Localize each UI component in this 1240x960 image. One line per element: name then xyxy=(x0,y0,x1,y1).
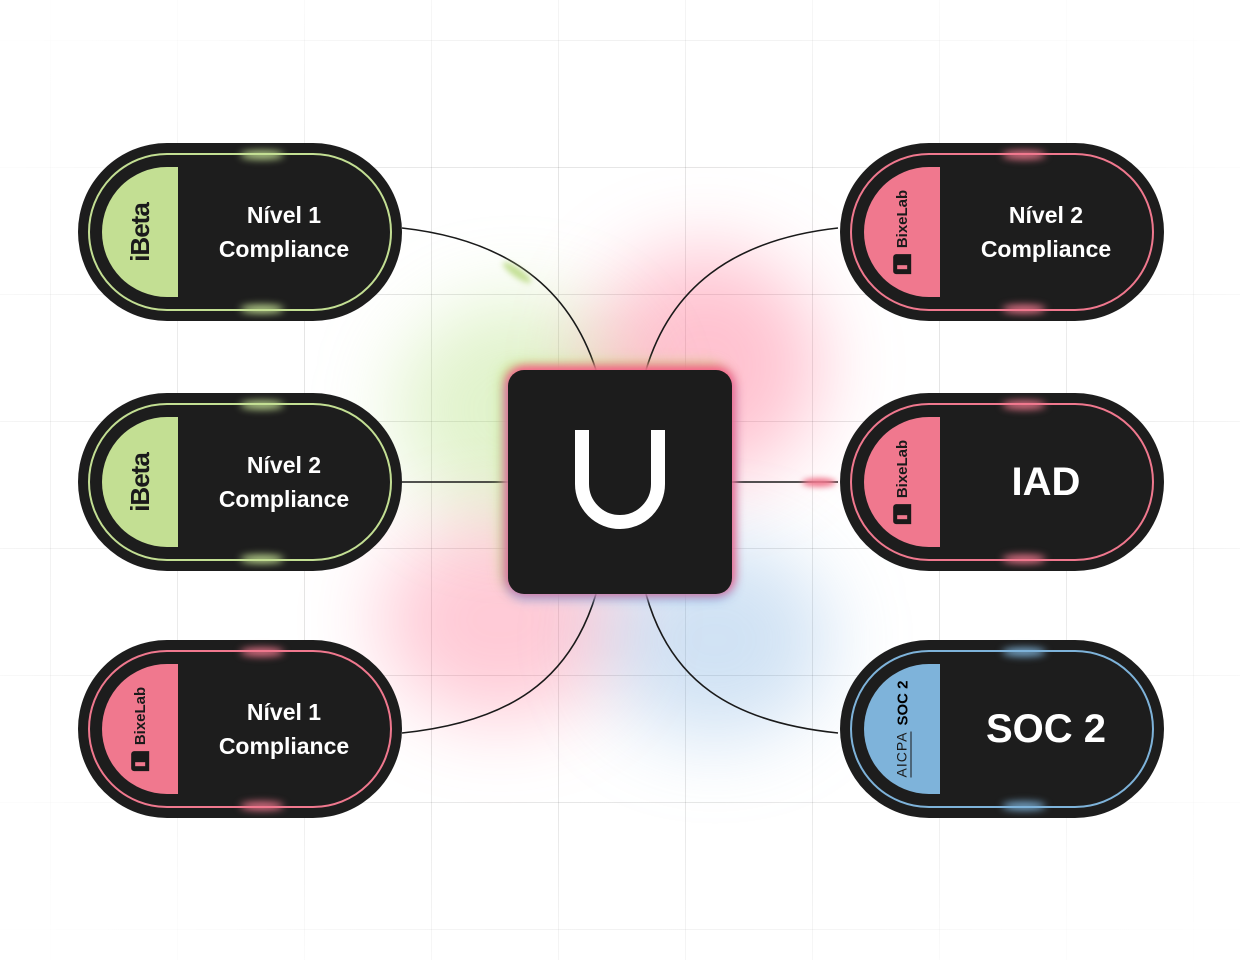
node-bixelab-iad: BixeLab IAD xyxy=(840,393,1164,571)
hub-logo xyxy=(508,370,732,594)
node-label: SOC 2 xyxy=(944,640,1148,818)
node-bixelab-nivel-2: BixeLab Nível 2 Compliance xyxy=(840,143,1164,321)
bixelab-logo-icon: BixeLab xyxy=(893,440,912,525)
pill-glow xyxy=(1002,802,1046,810)
u-logo-icon xyxy=(575,430,665,529)
node-label: Nível 2 Compliance xyxy=(182,393,386,571)
pill-glow xyxy=(240,305,284,313)
node-label-line1: SOC 2 xyxy=(985,707,1107,751)
connector-line xyxy=(401,593,597,734)
pill-glow xyxy=(1002,648,1046,656)
aicpa-text: AICPA xyxy=(893,731,911,778)
bixelab-logo-icon: BixeLab xyxy=(893,190,912,275)
node-label-line2: Compliance xyxy=(980,236,1112,262)
pill-glow xyxy=(1002,151,1046,159)
node-label-line1: IAD xyxy=(1011,460,1081,504)
node-label: Nível 1 Compliance xyxy=(182,640,386,818)
node-label-line2: Compliance xyxy=(218,733,350,759)
node-ibeta-nivel-2: iBeta Nível 2 Compliance xyxy=(78,393,402,571)
connector-line xyxy=(401,227,597,371)
node-label-line1: Nível 2 xyxy=(246,452,322,478)
connector-line xyxy=(645,593,839,734)
node-label: Nível 1 Compliance xyxy=(182,143,386,321)
ibeta-logo-icon: iBeta xyxy=(124,452,155,512)
ibeta-logo-icon: iBeta xyxy=(124,202,155,262)
bixelab-logo-icon: BixeLab xyxy=(131,687,150,772)
bixelab-mark-icon xyxy=(893,254,912,275)
node-label-line1: Nível 1 xyxy=(246,202,322,228)
node-label: IAD xyxy=(944,393,1148,571)
node-aicpa-soc2: AICPA SOC 2 SOC 2 xyxy=(840,640,1164,818)
pill-glow xyxy=(1002,305,1046,313)
node-bixelab-nivel-1: BixeLab Nível 1 Compliance xyxy=(78,640,402,818)
pill-glow xyxy=(1002,555,1046,563)
node-label-line2: Compliance xyxy=(218,236,350,262)
node-ibeta-nivel-1: iBeta Nível 1 Compliance xyxy=(78,143,402,321)
pill-glow xyxy=(240,401,284,409)
pill-glow xyxy=(240,802,284,810)
soc2-badge-text: SOC 2 xyxy=(893,680,911,726)
aicpa-logo-icon: AICPA SOC 2 xyxy=(893,681,911,778)
connector-glow xyxy=(802,478,836,487)
node-label: Nível 2 Compliance xyxy=(944,143,1148,321)
node-label-line1: Nível 1 xyxy=(246,699,322,725)
pill-glow xyxy=(240,151,284,159)
pill-glow xyxy=(1002,401,1046,409)
pill-glow xyxy=(240,648,284,656)
connector-line xyxy=(645,227,839,371)
node-label-line2: Compliance xyxy=(218,486,350,512)
node-label-line1: Nível 2 xyxy=(1008,202,1084,228)
pill-glow xyxy=(240,555,284,563)
bixelab-mark-icon xyxy=(893,504,912,525)
bixelab-mark-icon xyxy=(131,751,150,772)
